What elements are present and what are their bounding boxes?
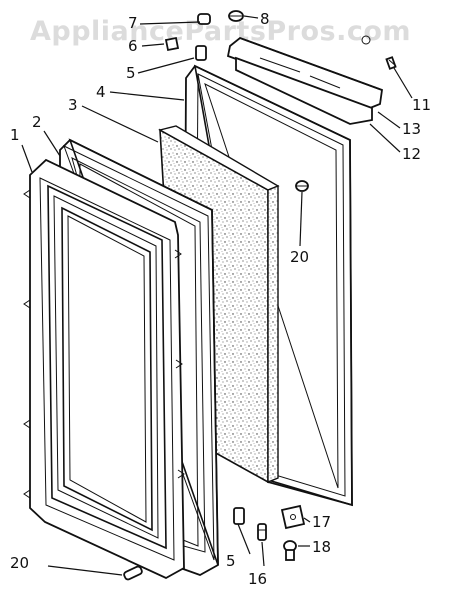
callout-5-bottom: 5: [226, 552, 236, 570]
callout-13: 13: [402, 120, 421, 138]
watermark: AppliancePartsPros.com: [30, 16, 412, 47]
callout-7: 7: [128, 14, 138, 32]
part-5-pin-bottom: [233, 507, 245, 525]
callout-17: 17: [312, 513, 331, 531]
part-6-washer: [164, 36, 180, 52]
leader-lines: [21, 15, 413, 576]
callout-3: 3: [68, 96, 78, 114]
callout-labels: 1 2 3 4 5 6 7 8 11 13 12 20 17 18 5 16 2…: [10, 10, 431, 588]
part-8-screw: [228, 10, 244, 22]
callout-8: 8: [260, 10, 270, 28]
callout-2: 2: [32, 113, 42, 131]
part-13-hinge-bracket: [226, 35, 383, 125]
part-18-screw: [283, 540, 297, 561]
part-16-screw: [257, 523, 267, 541]
callout-20-upper: 20: [290, 248, 309, 266]
part-1-door-frame: [23, 158, 185, 580]
callout-6: 6: [128, 37, 138, 55]
part-7-bushing: [197, 13, 211, 25]
callout-16: 16: [248, 570, 267, 588]
part-11-screw: [385, 56, 397, 70]
part-5-pin-top: [195, 45, 207, 61]
part-17-hinge: [280, 504, 306, 530]
callout-1: 1: [10, 126, 20, 144]
callout-11: 11: [412, 96, 431, 114]
callout-4: 4: [96, 83, 106, 101]
callout-18: 18: [312, 538, 331, 556]
part-20-screw-lower: [123, 565, 143, 581]
part-20-screw-upper: [295, 180, 309, 192]
callout-5-top: 5: [126, 64, 136, 82]
callout-20-lower: 20: [10, 554, 29, 572]
callout-12: 12: [402, 145, 421, 163]
